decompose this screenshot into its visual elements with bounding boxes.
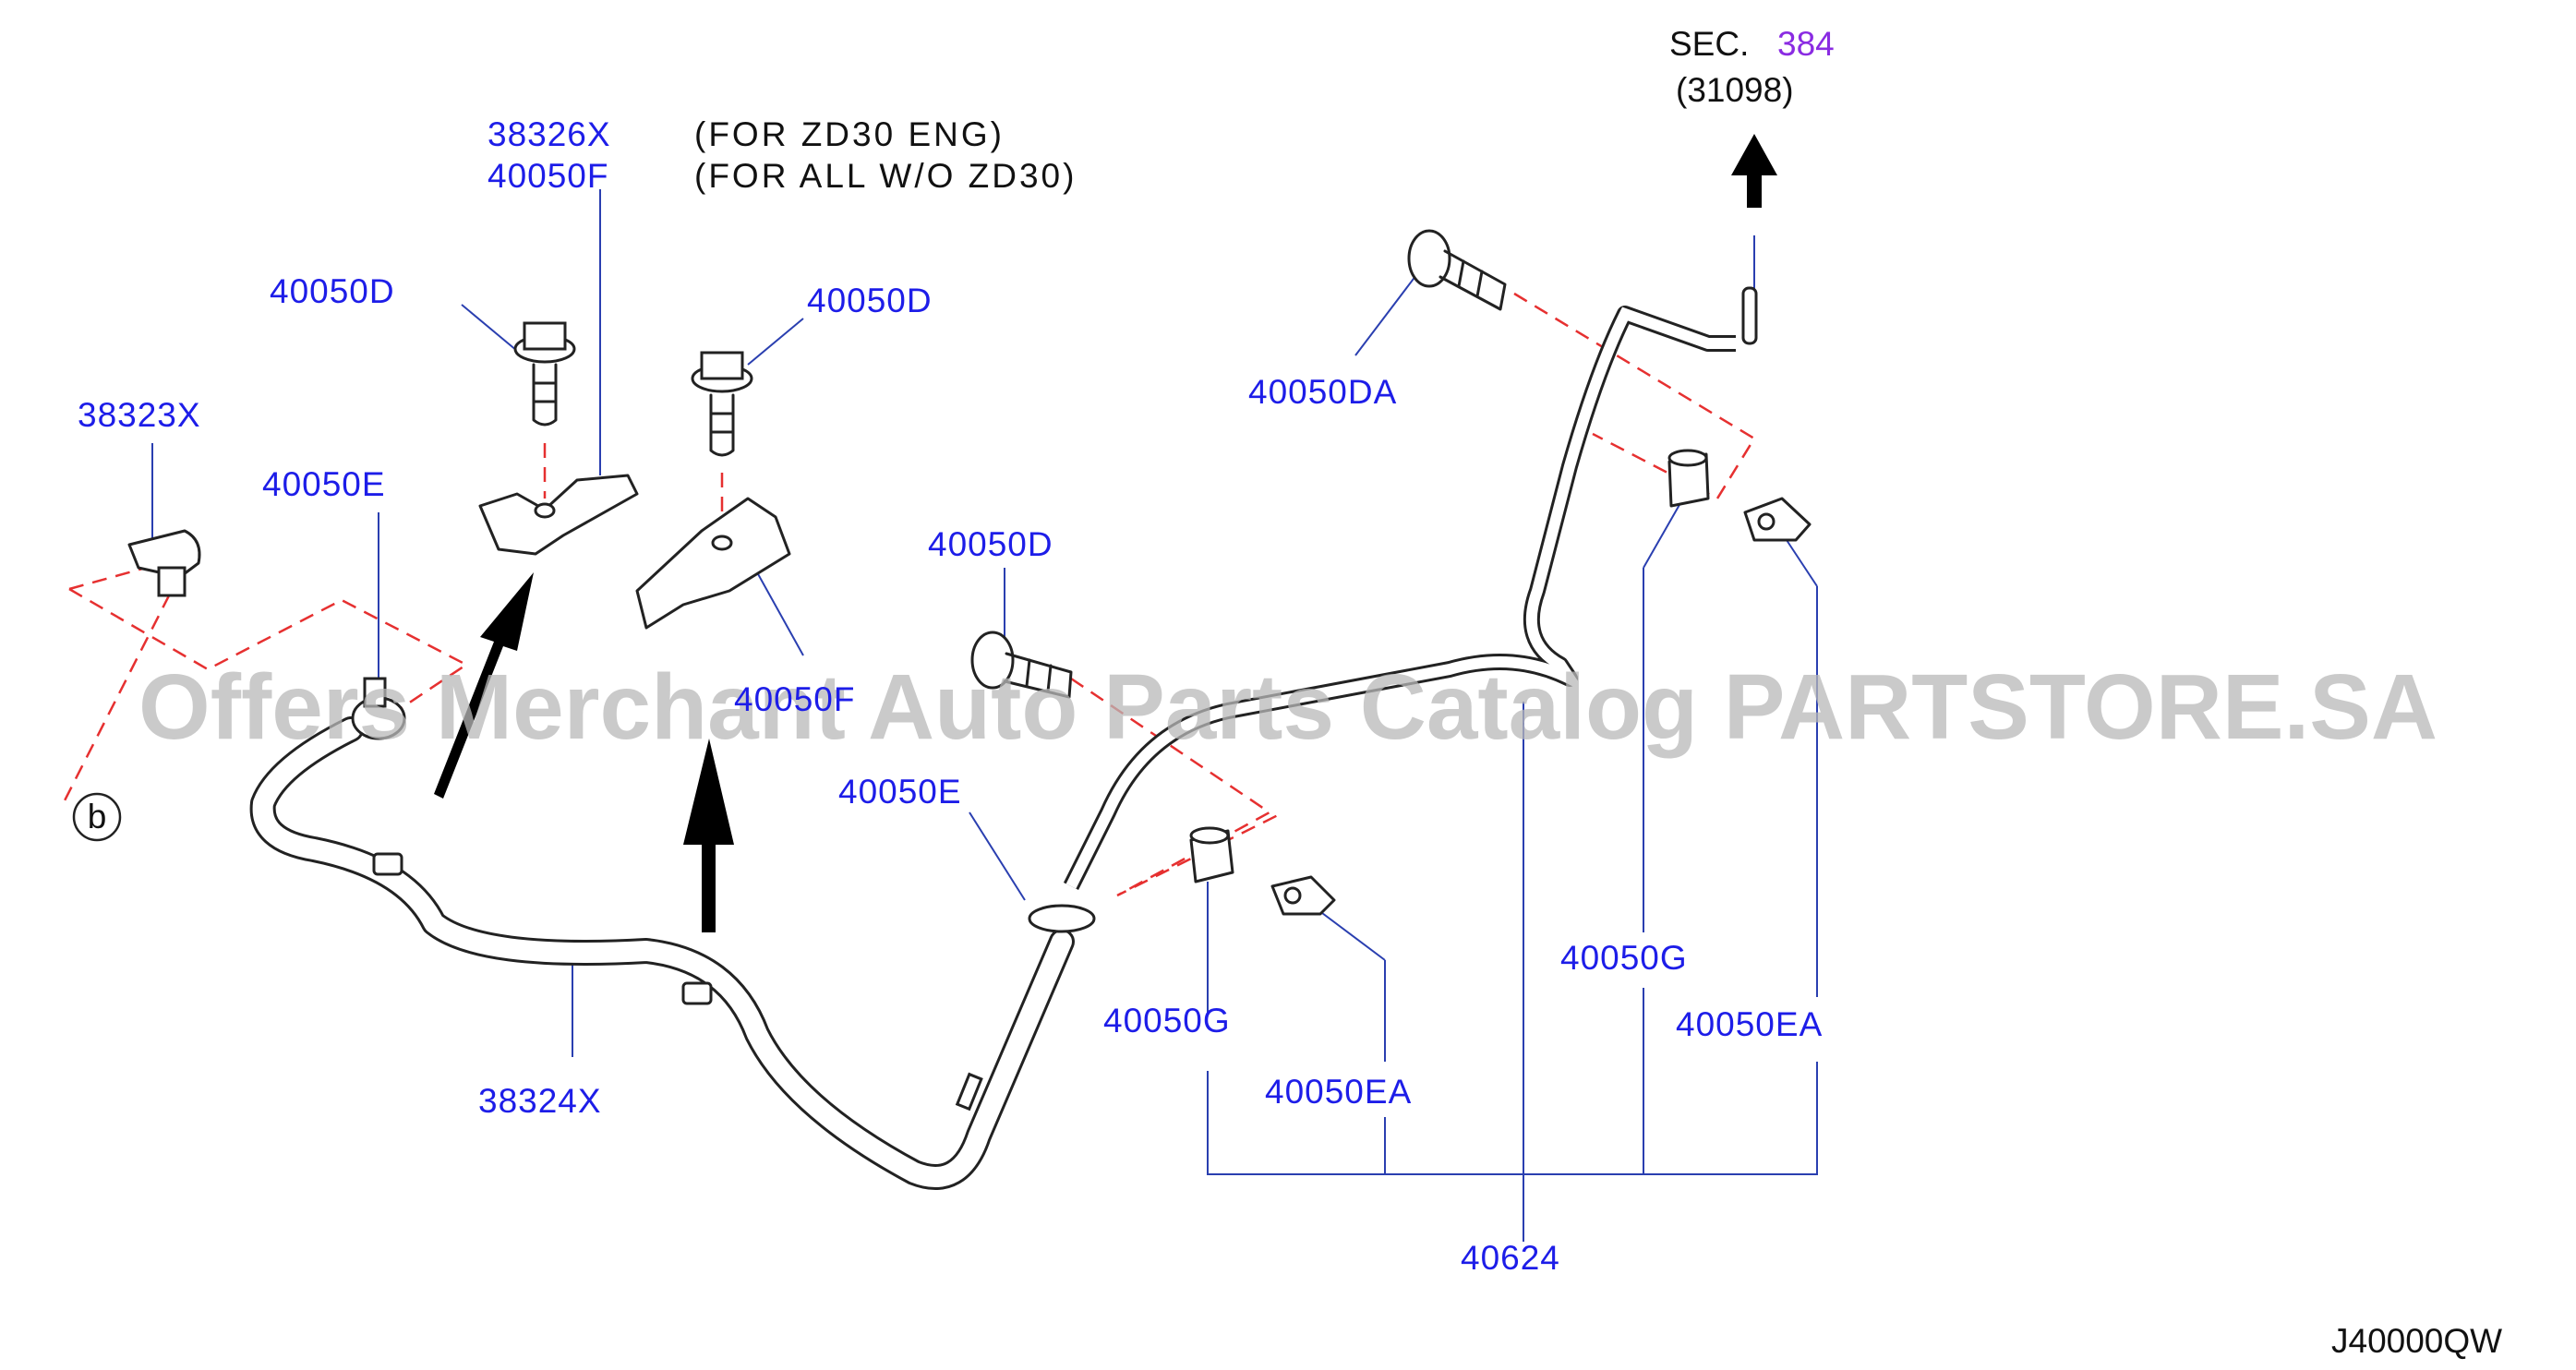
bracket-40050f	[635, 497, 791, 630]
arrow-up-icon	[434, 572, 534, 799]
connector-38323x	[127, 529, 201, 597]
grommet-40050g-right	[1667, 449, 1710, 508]
fuel-tube-40624	[1063, 286, 1758, 891]
grommet-40050g-left	[1189, 826, 1234, 883]
label-40050g-right[interactable]: 40050G	[1560, 939, 1688, 977]
note-for-all-wo-zd30: (FOR ALL W/O ZD30)	[694, 157, 1077, 195]
arrow-up-icon	[683, 739, 734, 932]
label-40050d-left[interactable]: 40050D	[270, 272, 395, 310]
arrow-up-icon	[1731, 134, 1777, 208]
label-40050da[interactable]: 40050DA	[1248, 373, 1397, 411]
label-38324x[interactable]: 38324X	[478, 1082, 602, 1120]
label-38323x[interactable]: 38323X	[78, 396, 201, 434]
bolt-40050d-lower	[970, 631, 1073, 699]
part-labels: 38326X 40050F (FOR ZD30 ENG) (FOR ALL W/…	[78, 115, 1823, 1277]
label-40050g-left[interactable]: 40050G	[1103, 1002, 1231, 1040]
label-40050f-bottom[interactable]: 40050F	[734, 680, 856, 718]
bracket-38326x	[478, 474, 639, 556]
reference-b-label: b	[88, 798, 107, 835]
bolt-40050da	[1407, 229, 1507, 311]
clip-40050ea-left	[1270, 875, 1336, 916]
clip-40050ea-right	[1743, 497, 1812, 542]
label-40050ea-right[interactable]: 40050EA	[1676, 1005, 1823, 1043]
section-prefix: SEC.	[1669, 25, 1749, 63]
label-38326x[interactable]: 38326X	[488, 115, 611, 153]
section-subcode: (31098)	[1676, 71, 1794, 109]
label-40050ea-left[interactable]: 40050EA	[1265, 1073, 1412, 1111]
clamp-40050e-right	[1028, 904, 1096, 933]
note-for-zd30-eng: (FOR ZD30 ENG)	[694, 115, 1005, 153]
label-40624[interactable]: 40624	[1461, 1239, 1560, 1277]
section-link-384[interactable]: 384	[1777, 25, 1835, 63]
watermark-text: Offers Merchant Auto Parts Catalog PARTS…	[138, 655, 2438, 759]
label-40050d-mid[interactable]: 40050D	[807, 282, 933, 319]
label-40050d-lower[interactable]: 40050D	[928, 525, 1053, 563]
leader-lines	[151, 189, 1818, 1242]
clamp-40050e-left	[351, 677, 406, 740]
reference-b-marker: b	[72, 792, 122, 842]
label-40050f-top[interactable]: 40050F	[488, 157, 609, 195]
bolt-40050d-left	[513, 321, 576, 427]
label-40050e-right[interactable]: 40050E	[838, 773, 962, 811]
label-40050e-left[interactable]: 40050E	[262, 465, 386, 503]
assembly-arrows	[434, 134, 1777, 932]
section-reference: SEC. 384 (31098)	[1669, 25, 1835, 109]
hose-38324x	[249, 716, 1075, 1190]
diagram-code: J40000QW	[2331, 1322, 2502, 1360]
bolt-40050d-mid	[691, 351, 753, 457]
